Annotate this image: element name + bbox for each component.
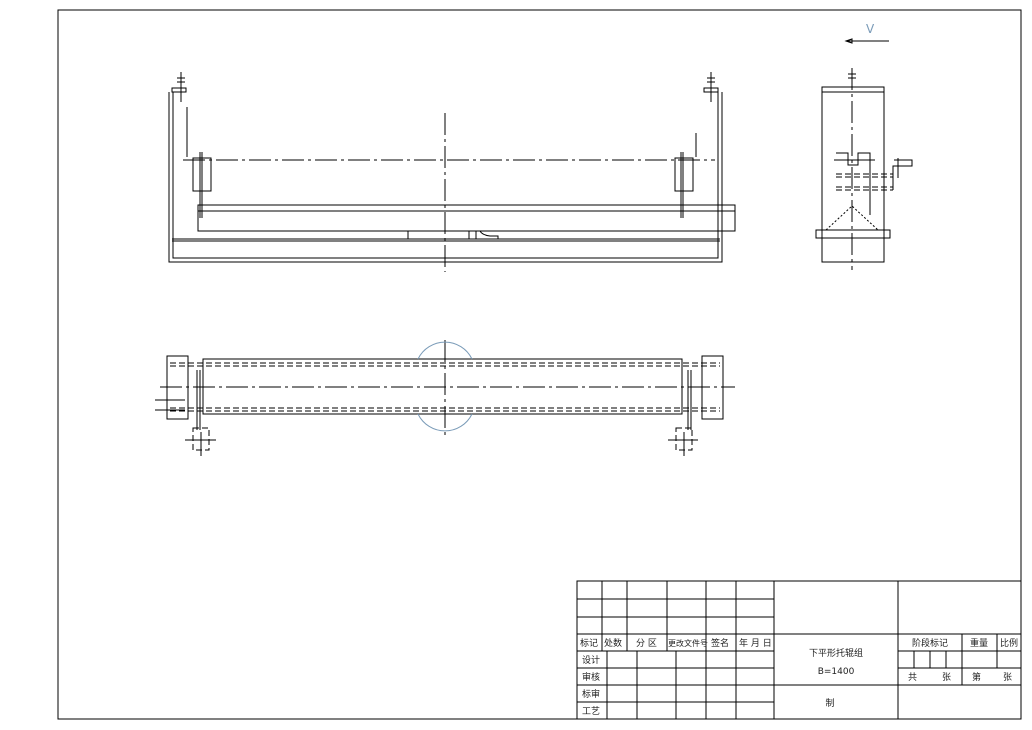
revision-header: 标记 处数 分 区 更改文件号 签名 年 月 日 — [580, 637, 772, 649]
header-signature: 签名 — [711, 637, 729, 649]
drawing-title: 下平形托辊组 — [809, 647, 863, 659]
top-view — [155, 340, 735, 456]
sheet-number-label: 第 — [972, 671, 981, 683]
front-view — [168, 72, 736, 272]
header-date: 年 月 日 — [739, 637, 772, 649]
weight-label: 重量 — [970, 637, 988, 649]
sheets-unit-a: 张 — [942, 672, 951, 683]
direction-label: V — [866, 22, 875, 36]
side-view: V — [815, 22, 913, 270]
total-sheets-label: 共 — [908, 672, 917, 683]
role-design: 设计 — [582, 654, 600, 666]
header-change-doc: 更改文件号 — [668, 638, 708, 648]
drawing-border — [57, 9, 1022, 720]
sheets-unit-b: 张 — [1003, 672, 1012, 683]
header-zone: 分 区 — [636, 638, 657, 649]
role-process: 工艺 — [582, 706, 600, 717]
role-review: 审核 — [582, 671, 600, 683]
maker-label: 制 — [825, 697, 834, 709]
title-block: 标记 处数 分 区 更改文件号 签名 年 月 日 设计 审核 标审 工艺 下平形… — [576, 580, 1022, 720]
scale-label: 比例 — [1000, 637, 1018, 649]
header-count: 处数 — [604, 637, 622, 649]
drawing-spec: B=1400 — [818, 667, 855, 677]
stage-mark-label: 阶段标记 — [912, 637, 948, 649]
role-standard: 标审 — [582, 688, 600, 700]
header-mark: 标记 — [580, 637, 598, 649]
